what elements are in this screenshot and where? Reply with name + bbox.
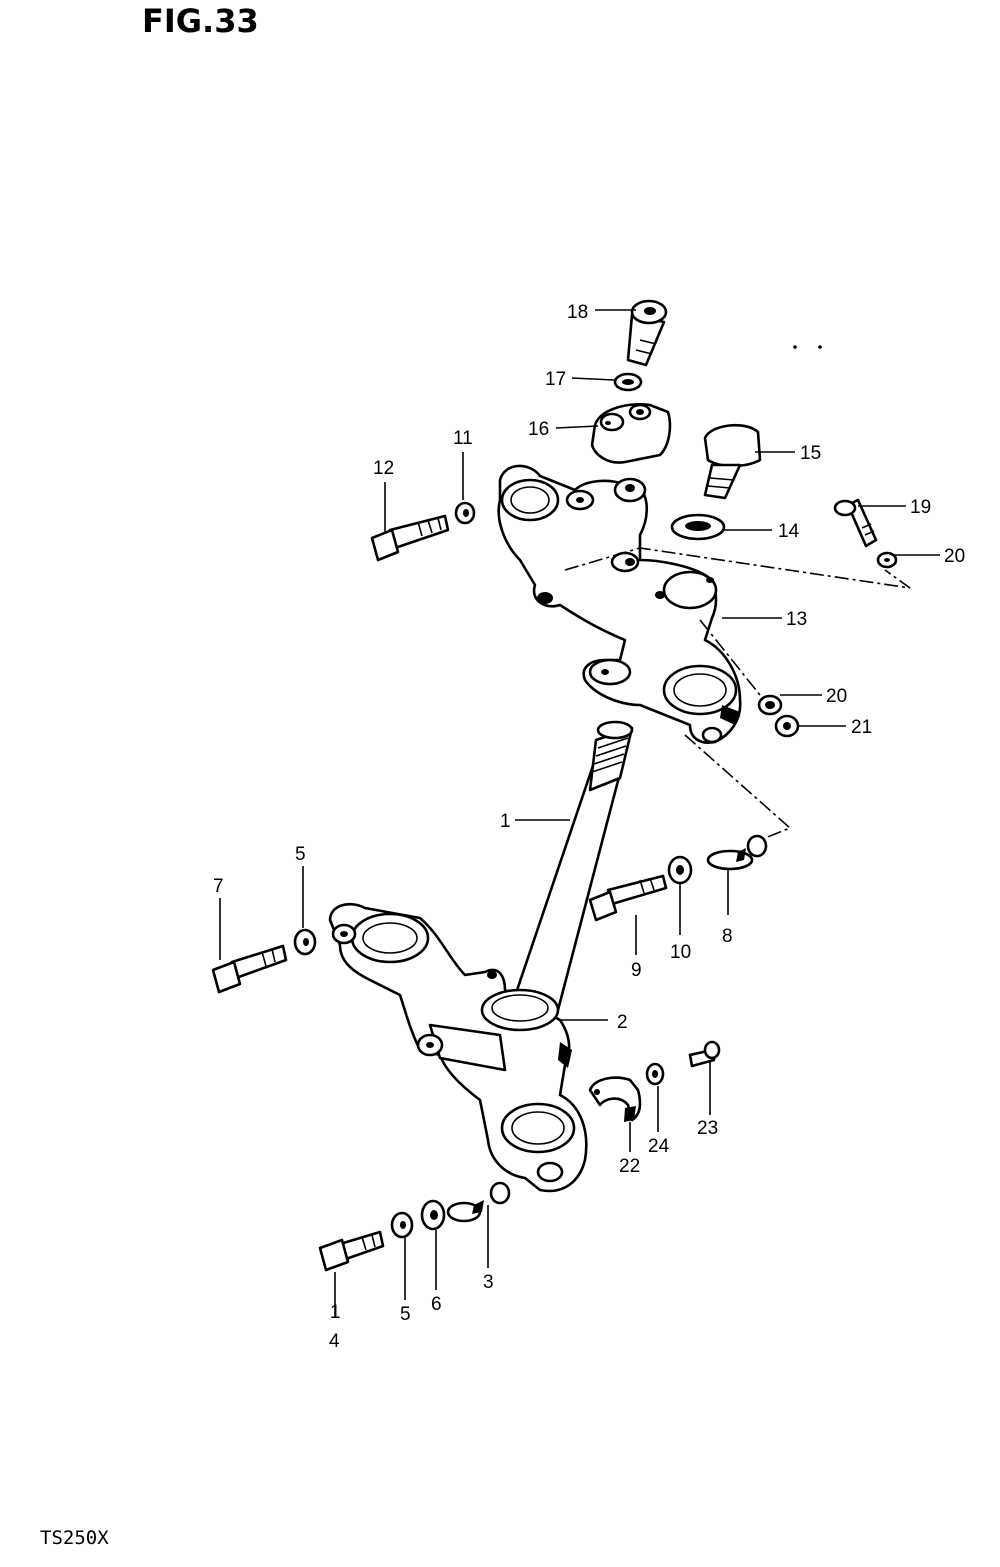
callout-17: 17 <box>545 369 566 390</box>
washer-24 <box>645 1062 665 1086</box>
callout-20-upper: 20 <box>944 546 965 567</box>
bolt-12 <box>370 514 450 562</box>
callout-13: 13 <box>786 609 807 630</box>
callout-15: 15 <box>800 443 821 464</box>
leader-lines <box>219 309 940 1318</box>
callout-12: 12 <box>373 458 394 479</box>
nut-21 <box>774 714 800 738</box>
oring-3 <box>446 1181 511 1223</box>
handlebar-clamp-16 <box>590 403 672 464</box>
callout-9: 9 <box>631 960 642 981</box>
dot-mark <box>818 345 822 349</box>
socket-bolt-18 <box>626 299 668 367</box>
callout-1-upper: 1 <box>500 811 511 832</box>
washer-17 <box>613 372 643 392</box>
oring-8 <box>706 834 768 871</box>
callout-5-upper: 5 <box>295 844 306 865</box>
callout-3: 3 <box>483 1272 494 1293</box>
callout-10: 10 <box>670 942 691 963</box>
cap-bolt-15 <box>703 423 762 500</box>
callout-23: 23 <box>697 1118 718 1139</box>
bolt-9 <box>588 874 668 922</box>
callout-8: 8 <box>722 926 733 947</box>
bolt-4 <box>318 1230 385 1272</box>
callout-21: 21 <box>851 717 872 738</box>
alignment-lines <box>564 547 911 839</box>
callout-18: 18 <box>567 302 588 323</box>
callout-1-lower: 1 <box>330 1302 341 1323</box>
upper-bracket <box>497 464 742 744</box>
dot-mark <box>793 345 797 349</box>
callout-2: 2 <box>617 1012 628 1033</box>
screw-23 <box>688 1040 721 1068</box>
model-code: TS250X <box>40 1527 109 1549</box>
callout-5-lower: 5 <box>400 1304 411 1325</box>
bolt-7 <box>211 944 288 994</box>
callout-7: 7 <box>213 876 224 897</box>
washer-5-lower <box>390 1211 414 1239</box>
callout-19: 19 <box>910 497 931 518</box>
callout-16: 16 <box>528 419 549 440</box>
cable-clamp-22 <box>588 1076 642 1122</box>
washer-14 <box>670 513 726 541</box>
washer-5-upper <box>293 928 317 956</box>
callout-20-lower: 20 <box>826 686 847 707</box>
callout-11: 11 <box>453 428 473 449</box>
washer-6 <box>420 1199 446 1231</box>
figure-title: FIG.33 <box>142 2 259 40</box>
washer-10 <box>667 855 693 885</box>
callout-24: 24 <box>648 1136 670 1157</box>
washer-11 <box>454 501 476 525</box>
nut-20-upper <box>876 551 898 569</box>
bolt-19 <box>833 498 878 548</box>
callout-6: 6 <box>431 1294 442 1315</box>
steering-stem-and-lower-bracket <box>328 720 634 1193</box>
nut-20-lower <box>757 694 783 716</box>
callout-4: 4 <box>329 1331 340 1352</box>
callout-22: 22 <box>619 1156 640 1177</box>
callout-14: 14 <box>778 521 800 542</box>
